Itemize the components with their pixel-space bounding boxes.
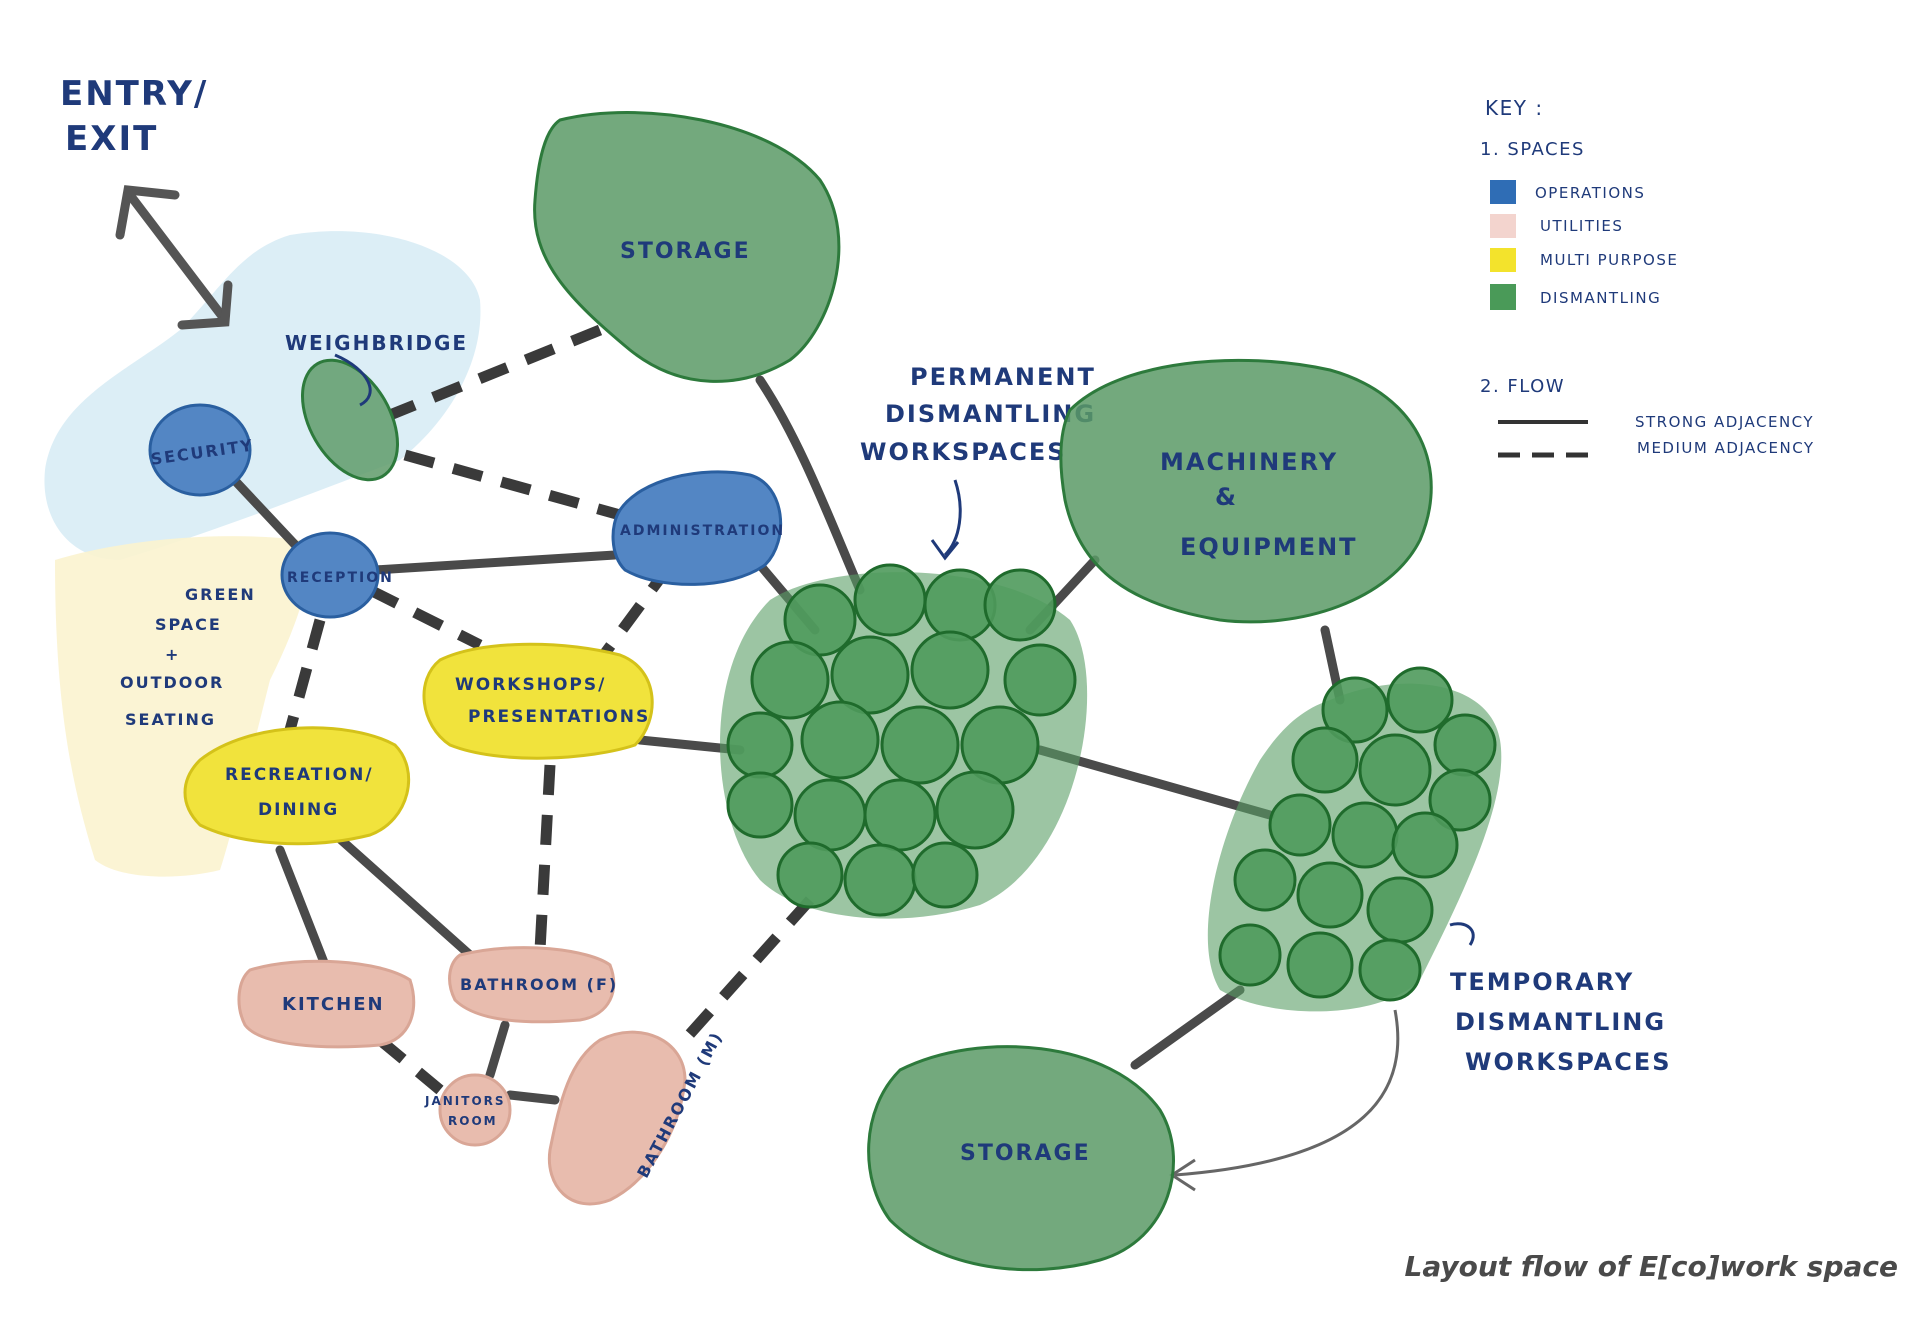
machinery-label-1: MACHINERY [1160,448,1338,476]
weighbridge-arrow [334,353,372,407]
medium-adjacency-links [284,324,815,1095]
svg-text:TEMPORARY: TEMPORARY [1450,968,1634,996]
bathroom-m-blob [547,1030,687,1206]
svg-text:OUTDOOR: OUTDOOR [120,673,224,692]
storage-bottom-blob [867,1045,1175,1272]
key-spaces-heading: 1. SPACES [1480,139,1585,160]
permanent-annotation: PERMANENT DISMANTLING WORKSPACES [860,363,1096,561]
storage-bottom-label: STORAGE [960,1141,1091,1166]
svg-text:WORKSPACES: WORKSPACES [1465,1048,1672,1076]
workshops-label-2: PRESENTATIONS [468,707,650,727]
green-space-label: GREEN SPACE + OUTDOOR SEATING [120,585,256,729]
key-medium: MEDIUM ADJACENCY [1637,439,1815,457]
janitors-label-2: ROOM [448,1114,498,1128]
entry-label-line2: EXIT [65,119,158,159]
bathroom-f-label: BATHROOM (F) [460,975,618,994]
svg-text:DISMANTLING: DISMANTLING [885,400,1096,428]
key-dismantling: DISMANTLING [1540,289,1661,307]
bathroom-f-blob [448,946,616,1024]
administration-blob [611,470,783,586]
key-flow-heading: 2. FLOW [1480,376,1565,397]
entry-zone [44,231,481,561]
machinery-label-3: EQUIPMENT [1180,533,1358,561]
svg-text:DISMANTLING: DISMANTLING [1455,1008,1666,1036]
temporary-annotation: TEMPORARY DISMANTLING WORKSPACES [1169,922,1672,1192]
svg-text:WORKSPACES: WORKSPACES [860,438,1067,466]
key-swatch-multipurpose [1490,248,1516,272]
reception-blob [280,531,380,619]
entry-label-line1: ENTRY/ [60,74,208,114]
key-swatch-utilities [1490,214,1516,238]
administration-label: ADMINISTRATION [620,523,785,539]
weighbridge-blob [301,358,399,482]
key-swatch-dismantling [1490,284,1516,310]
key-swatch-operations [1490,180,1516,204]
recreation-blob [183,726,411,846]
security-blob [148,403,252,497]
reception-label: RECEPTION [287,570,394,586]
key-operations: OPERATIONS [1535,184,1645,202]
janitors-blob [438,1073,512,1147]
key-utilities: UTILITIES [1540,217,1623,235]
machinery-blob [1059,358,1433,624]
kitchen-blob [237,959,416,1049]
green-space-zone [55,536,309,877]
figure-caption: Layout flow of E[co]work space [1404,1250,1898,1283]
key-title: KEY : [1485,96,1544,120]
svg-text:SEATING: SEATING [125,710,216,729]
recreation-label-1: RECREATION/ [225,765,374,785]
key-strong: STRONG ADJACENCY [1635,413,1814,431]
janitors-label-1: JANITORS [424,1094,506,1108]
workshops-label-1: WORKSHOPS/ [455,675,606,695]
weighbridge-label: WEIGHBRIDGE [285,331,468,355]
key: KEY : 1. SPACES OPERATIONS UTILITIES MUL… [1480,96,1815,458]
svg-text:SPACE: SPACE [155,615,222,634]
permanent-dismantling-cluster [720,563,1088,919]
svg-text:PERMANENT: PERMANENT [910,363,1096,391]
entry-exit-arrow [115,185,233,330]
svg-text:GREEN: GREEN [185,585,256,604]
recreation-label-2: DINING [258,800,339,820]
workshops-blob [422,642,654,760]
storage-top-blob [533,111,841,383]
kitchen-label: KITCHEN [282,994,385,1015]
key-multipurpose: MULTI PURPOSE [1540,251,1678,269]
storage-top-label: STORAGE [620,239,751,264]
svg-text:+: + [165,645,180,664]
machinery-label-2: & [1215,483,1238,511]
temporary-dismantling-cluster [1207,666,1502,1012]
